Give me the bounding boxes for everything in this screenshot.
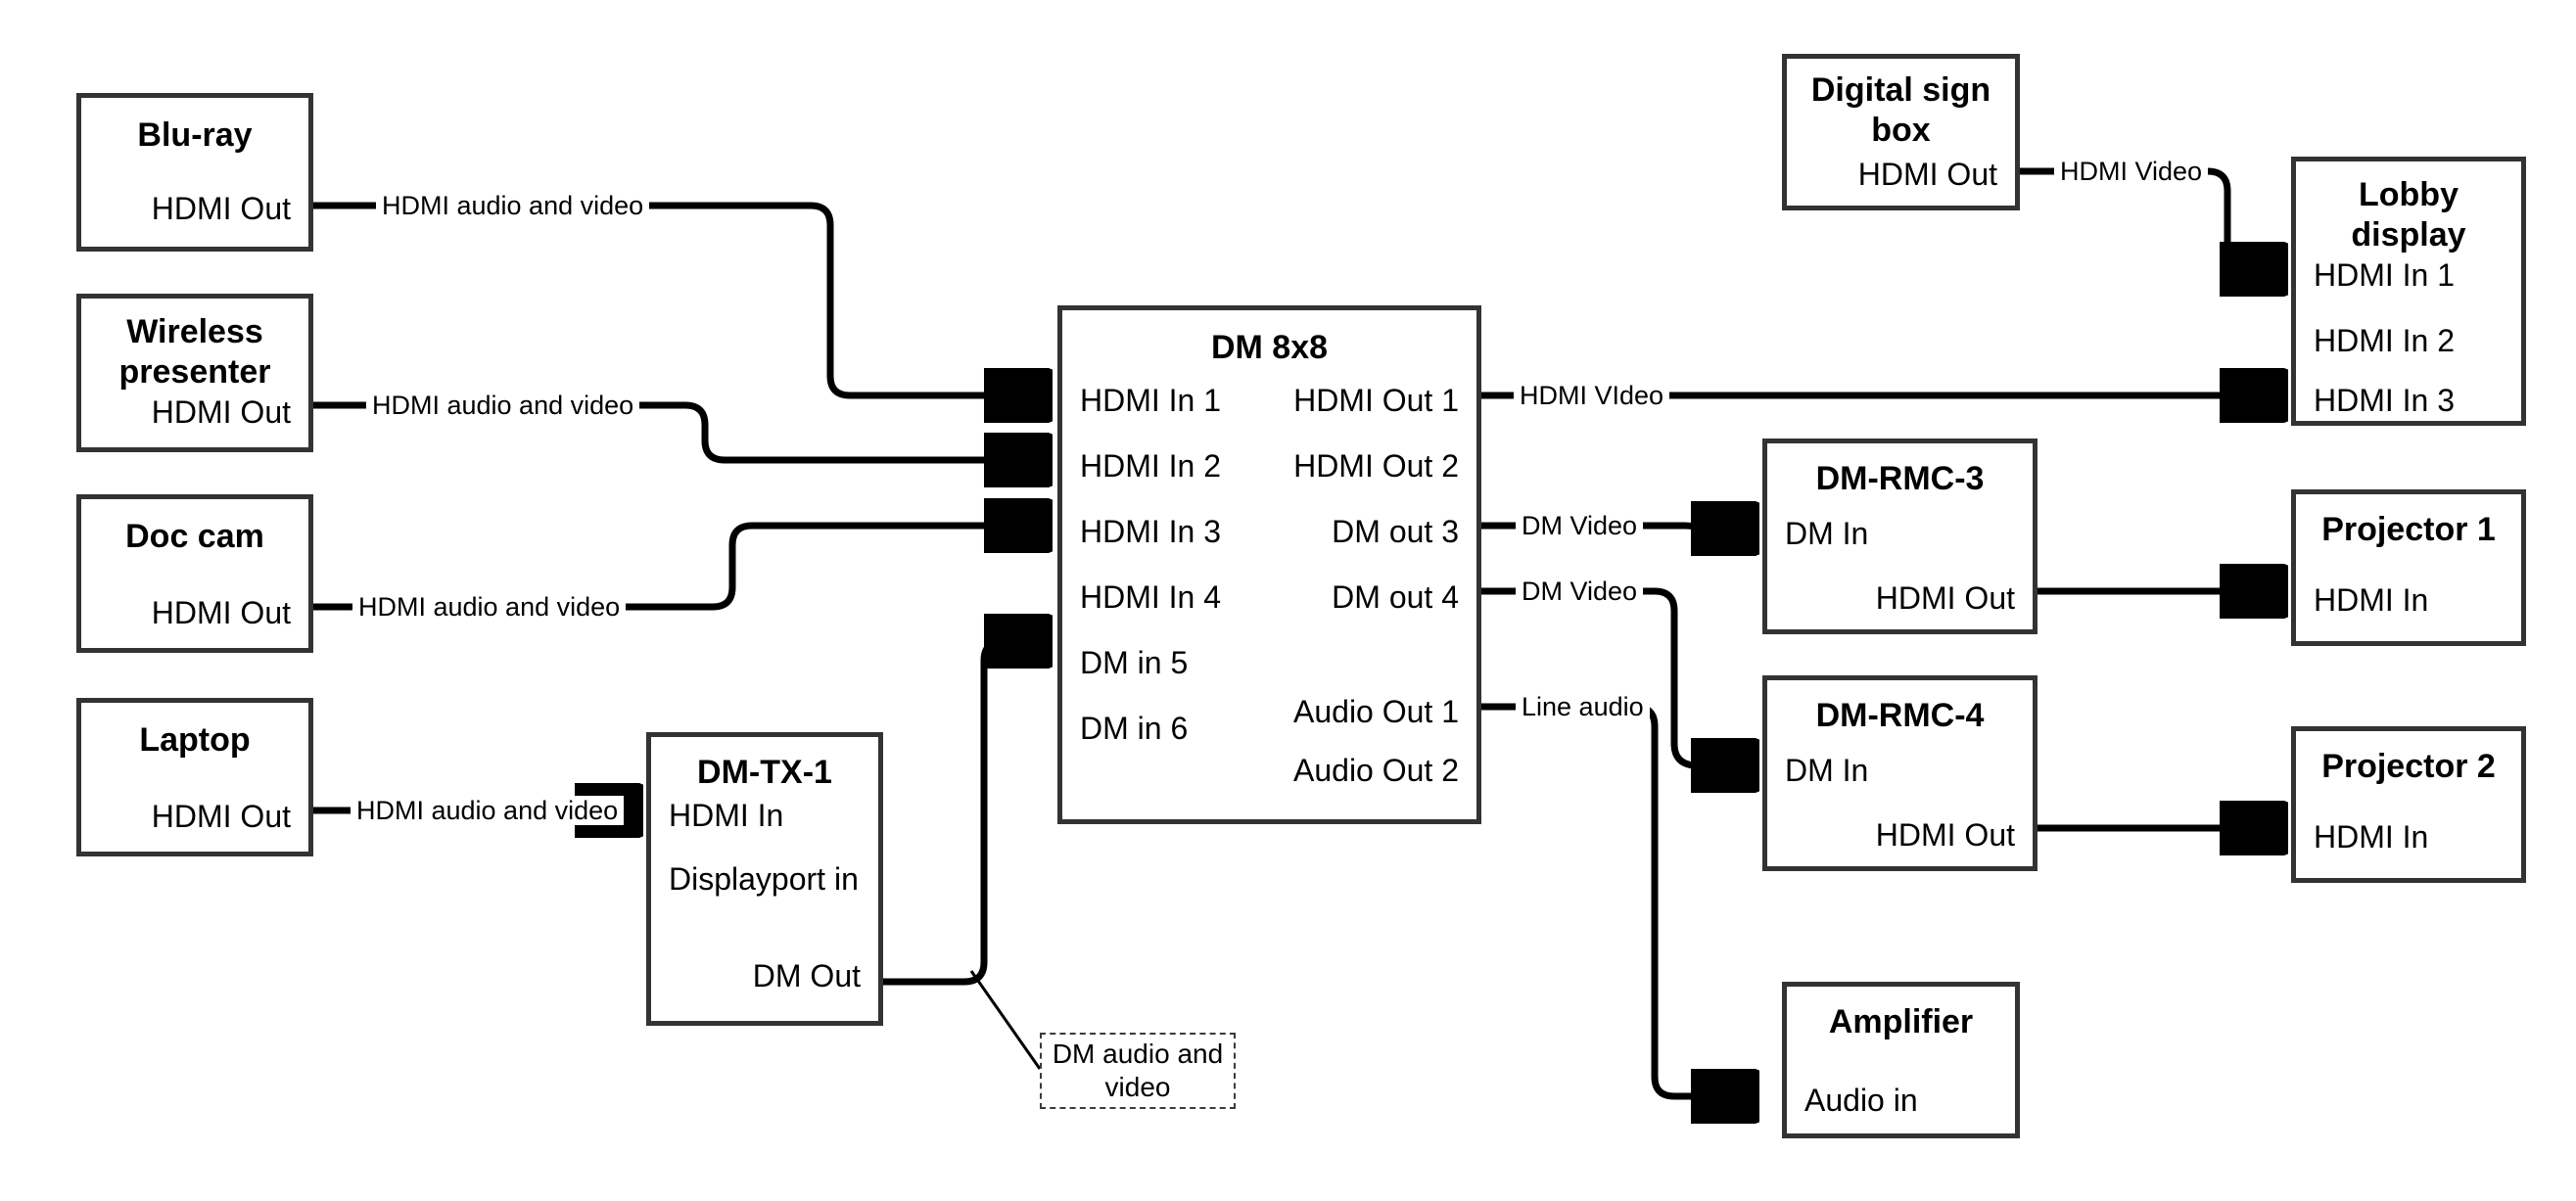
port-laptop-hdmi-out[interactable]: HDMI Out (151, 799, 291, 834)
port-rmc3-hdmi-out[interactable]: HDMI Out (1875, 580, 2015, 616)
link-label-audioout1-to-amp: Line audio (1516, 692, 1650, 721)
port-projector1-hdmi-in[interactable]: HDMI In (2314, 582, 2429, 618)
node-dm-rmc-3-title: DM-RMC-3 (1815, 460, 1985, 497)
port-wireless-hdmi-out[interactable]: HDMI Out (151, 394, 291, 430)
link-label-hdmiout1-to-lobby: HDMI VIdeo (1514, 381, 1670, 410)
link-label-doccam-to-in3: HDMI audio and video (352, 592, 627, 622)
node-wireless-presenter-title: Wireless presenter (118, 313, 271, 391)
port-dm8x8-hdmi-out-1[interactable]: HDMI Out 1 (1293, 383, 1459, 418)
port-dm8x8-dm-out-4[interactable]: DM out 4 (1332, 579, 1459, 615)
wire-audio-out-1-to-amplifier (1481, 703, 1753, 1096)
callout-dm-audio-and-video: DM audio and video (1040, 1033, 1236, 1109)
port-rmc4-hdmi-out[interactable]: HDMI Out (1875, 817, 2015, 853)
port-lobby-hdmi-in-3[interactable]: HDMI In 3 (2314, 383, 2456, 418)
port-dmtx1-dm-out[interactable]: DM Out (752, 958, 861, 993)
node-digital-sign-box[interactable]: Digital sign box HDMI Out (1782, 54, 2020, 210)
port-rmc4-dm-in[interactable]: DM In (1785, 753, 1869, 788)
port-lobby-hdmi-in-1[interactable]: HDMI In 1 (2314, 257, 2456, 293)
port-dmtx1-displayport-in[interactable]: Displayport in (669, 861, 859, 897)
node-amplifier[interactable]: Amplifier Audio in (1782, 982, 2020, 1138)
node-bluray-title: Blu-ray (137, 116, 253, 154)
port-rmc3-dm-in[interactable]: DM In (1785, 516, 1869, 551)
link-label-sign-to-lobby: HDMI Video (2054, 157, 2209, 186)
port-dmtx1-hdmi-in[interactable]: HDMI In (669, 798, 784, 833)
callout-leader-line (969, 970, 1042, 1070)
port-dm8x8-hdmi-in-3[interactable]: HDMI In 3 (1080, 514, 1222, 549)
node-projector-2-title: Projector 2 (2321, 748, 2496, 785)
port-dm8x8-audio-out-2[interactable]: Audio Out 2 (1293, 753, 1459, 788)
link-label-dmout3-to-rmc3: DM Video (1516, 511, 1644, 540)
wire-dmtx1-to-dm-in-5 (883, 641, 1046, 986)
port-dm8x8-hdmi-out-2[interactable]: HDMI Out 2 (1293, 448, 1459, 484)
node-amplifier-title: Amplifier (1828, 1003, 1974, 1040)
port-dm8x8-dm-in-6[interactable]: DM in 6 (1080, 711, 1189, 746)
port-dm8x8-dm-in-5[interactable]: DM in 5 (1080, 645, 1189, 680)
link-label-dmout4-to-rmc4: DM Video (1516, 577, 1644, 606)
node-dm-8x8-title: DM 8x8 (1210, 329, 1329, 366)
node-dm-8x8[interactable]: DM 8x8 HDMI In 1 HDMI In 2 HDMI In 3 HDM… (1057, 305, 1481, 824)
port-dm8x8-audio-out-1[interactable]: Audio Out 1 (1293, 694, 1459, 729)
wire-digitalsign-to-lobby-hdmi-in-1 (2017, 167, 2281, 269)
node-bluray[interactable]: Blu-ray HDMI Out (76, 93, 313, 252)
port-bluray-hdmi-out[interactable]: HDMI Out (151, 191, 291, 226)
wire-dm-out-4-to-rmc4 (1481, 587, 1753, 765)
node-doc-cam-title: Doc cam (125, 518, 264, 555)
node-projector-1[interactable]: Projector 1 HDMI In (2291, 489, 2526, 646)
port-dm8x8-dm-out-3[interactable]: DM out 3 (1332, 514, 1459, 549)
port-doccam-hdmi-out[interactable]: HDMI Out (151, 595, 291, 630)
node-dm-tx-1-title: DM-TX-1 (697, 754, 832, 791)
node-laptop[interactable]: Laptop HDMI Out (76, 698, 313, 856)
link-label-laptop-to-tx1: HDMI audio and video (351, 796, 625, 825)
node-dm-rmc-4[interactable]: DM-RMC-4 DM In HDMI Out (1762, 675, 2037, 871)
port-dm8x8-hdmi-in-2[interactable]: HDMI In 2 (1080, 448, 1222, 484)
node-digital-sign-box-title: Digital sign box (1810, 71, 1991, 149)
node-dm-rmc-3[interactable]: DM-RMC-3 DM In HDMI Out (1762, 439, 2037, 634)
node-dm-rmc-4-title: DM-RMC-4 (1815, 697, 1985, 734)
link-label-wireless-to-in2: HDMI audio and video (366, 391, 640, 420)
node-lobby-display-title: Lobby display (2351, 176, 2466, 254)
node-projector-1-title: Projector 1 (2321, 511, 2496, 548)
wire-bluray-to-hdmi-in-1 (313, 202, 1046, 395)
node-lobby-display[interactable]: Lobby display HDMI In 1 HDMI In 2 HDMI I… (2291, 157, 2526, 426)
port-dm8x8-hdmi-in-4[interactable]: HDMI In 4 (1080, 579, 1222, 615)
link-label-bluray-to-in1: HDMI audio and video (376, 191, 650, 220)
node-dm-tx-1[interactable]: DM-TX-1 HDMI In Displayport in DM Out (646, 732, 883, 1026)
node-projector-2[interactable]: Projector 2 HDMI In (2291, 726, 2526, 883)
port-projector2-hdmi-in[interactable]: HDMI In (2314, 819, 2429, 855)
node-laptop-title: Laptop (139, 721, 251, 759)
port-dm8x8-hdmi-in-1[interactable]: HDMI In 1 (1080, 383, 1222, 418)
port-digitalsign-hdmi-out[interactable]: HDMI Out (1857, 157, 1997, 192)
node-wireless-presenter[interactable]: Wireless presenter HDMI Out (76, 294, 313, 452)
port-amplifier-audio-in[interactable]: Audio in (1804, 1083, 1918, 1118)
port-lobby-hdmi-in-2[interactable]: HDMI In 2 (2314, 323, 2456, 358)
node-doc-cam[interactable]: Doc cam HDMI Out (76, 494, 313, 653)
